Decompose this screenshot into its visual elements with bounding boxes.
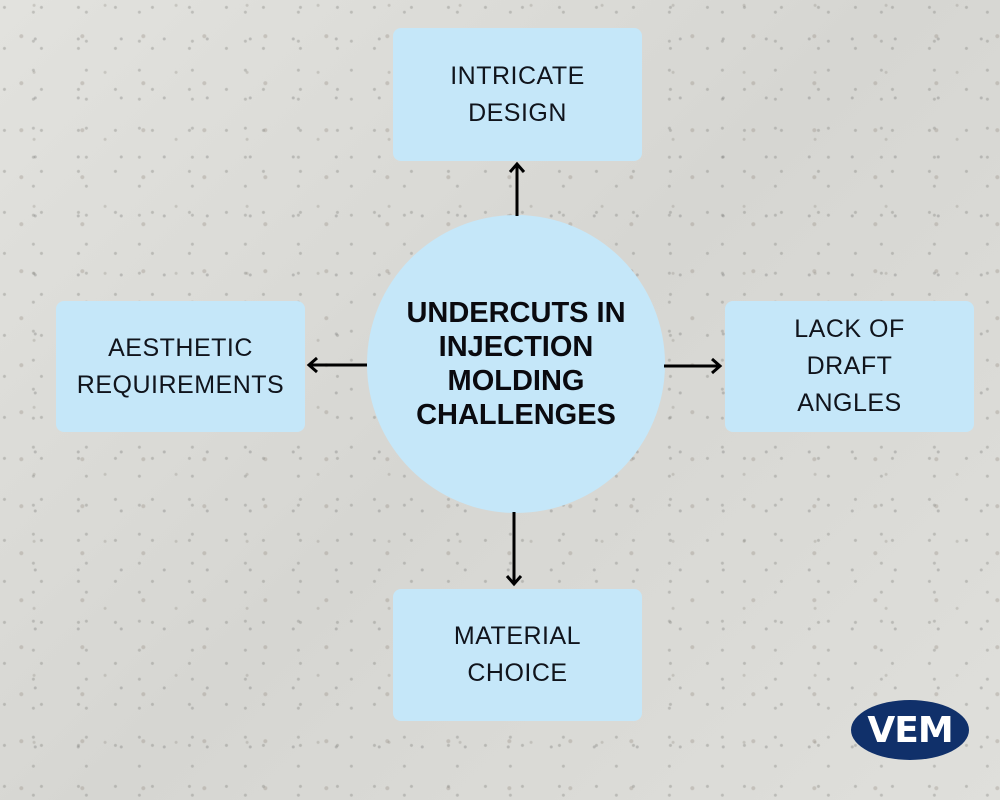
node-label: MATERIAL xyxy=(453,622,582,650)
center-title-line: MOLDING xyxy=(447,365,585,397)
arrow-down-icon xyxy=(505,512,523,587)
node-label: CHOICE xyxy=(467,659,568,687)
node-label: INTRICATE xyxy=(450,61,585,90)
arrow-left-icon xyxy=(306,356,367,374)
center-title-line: UNDERCUTS IN xyxy=(406,297,626,329)
node-label: REQUIREMENTS xyxy=(76,370,285,399)
node-label: DRAFT xyxy=(806,352,893,380)
node-material-choice: MATERIAL CHOICE xyxy=(393,589,642,721)
logo-text: VEM xyxy=(867,709,953,751)
center-title-line: CHALLENGES xyxy=(416,399,616,431)
vem-logo: VEM xyxy=(851,700,969,760)
arrow-right-icon xyxy=(664,357,723,375)
node-label: AESTHETIC xyxy=(108,333,253,362)
node-label: DESIGN xyxy=(468,98,567,127)
center-title-line: INJECTION xyxy=(438,331,594,363)
center-topic-circle: UNDERCUTS IN INJECTION MOLDING CHALLENGE… xyxy=(367,215,665,513)
node-label: LACK OF xyxy=(794,315,905,343)
node-lack-of-draft-angles: LACK OF DRAFT ANGLES xyxy=(725,301,974,432)
node-aesthetic-requirements: AESTHETIC REQUIREMENTS xyxy=(56,301,305,432)
arrow-up-icon xyxy=(508,161,526,216)
node-label: ANGLES xyxy=(797,389,902,417)
node-intricate-design: INTRICATE DESIGN xyxy=(393,28,642,161)
